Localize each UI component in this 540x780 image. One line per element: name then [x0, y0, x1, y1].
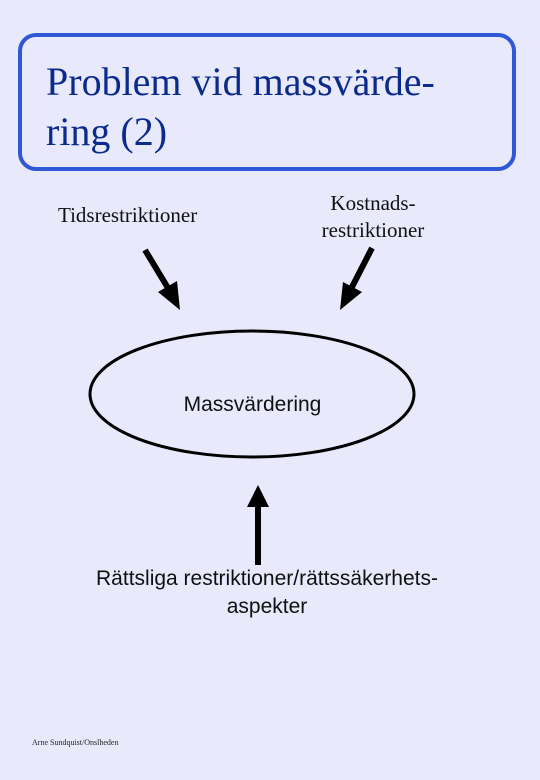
title-line-1: Problem vid massvärde- [46, 59, 435, 104]
label-legal-line-2: aspekter [226, 595, 308, 618]
label-cost-restrictions: Kostnads- restriktioner [300, 190, 446, 244]
page-title: Problem vid massvärde- ring (2) [46, 57, 506, 157]
arrow-cost-to-center [340, 246, 375, 310]
footer-credit: Arne Sundquist/Onslheden [32, 738, 119, 747]
label-legal-line-1: Rättsliga restriktioner/rättssäkerhets- [96, 567, 438, 590]
center-ellipse [88, 329, 416, 459]
label-cost-line-1: Kostnads- [330, 191, 416, 215]
title-box: Problem vid massvärde- ring (2) [18, 33, 516, 171]
arrow-legal-to-center [247, 485, 269, 565]
label-legal-restrictions: Rättsliga restriktioner/rättssäkerhets- … [40, 565, 494, 621]
label-cost-line-2: restriktioner [321, 218, 425, 242]
label-time-restrictions: Tidsrestriktioner [58, 203, 198, 227]
title-line-2: ring (2) [46, 109, 168, 154]
arrow-time-to-center [142, 248, 180, 310]
label-mass-valuation: Massvärdering [183, 393, 322, 416]
